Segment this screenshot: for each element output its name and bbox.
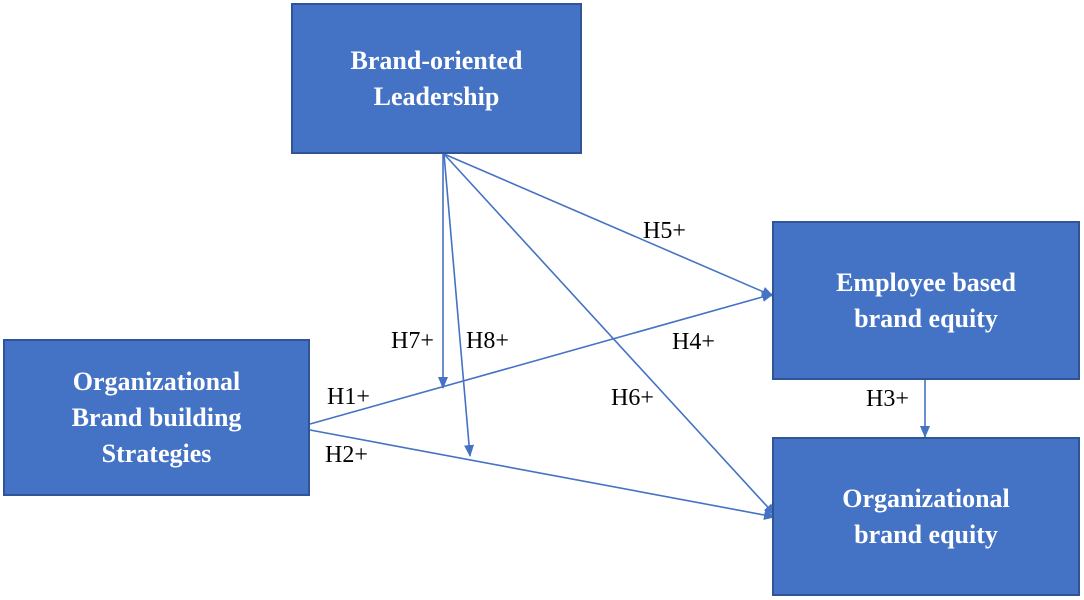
arrow-h5: [443, 153, 774, 297]
label-h4: H4+: [672, 329, 715, 355]
label-h2: H2+: [325, 442, 368, 468]
arrow-h1: [309, 292, 774, 425]
label-h8: H8+: [466, 328, 509, 354]
node-organizational-brand-equity: Organizational brand equity: [772, 437, 1080, 596]
node-label: Organizational Brand building Strategies: [71, 366, 242, 468]
node-employee-based-brand-equity: Employee based brand equity: [772, 221, 1080, 380]
node-label: Brand-oriented Leadership: [350, 45, 523, 111]
arrow-h2: [309, 429, 776, 520]
label-h1: H1+: [327, 384, 370, 410]
arrow-h6: [443, 153, 776, 516]
arrow-h8: [443, 153, 475, 457]
label-h6: H6+: [611, 385, 654, 411]
label-h3: H3+: [866, 386, 909, 412]
label-h5: H5+: [643, 218, 686, 244]
node-label: Organizational brand equity: [842, 483, 1010, 549]
node-brand-oriented-leadership: Brand-oriented Leadership: [291, 3, 582, 154]
node-label: Employee based brand equity: [836, 267, 1016, 333]
label-h7: H7+: [391, 328, 434, 354]
node-organizational-brand-building-strategies: Organizational Brand building Strategies: [3, 339, 310, 496]
